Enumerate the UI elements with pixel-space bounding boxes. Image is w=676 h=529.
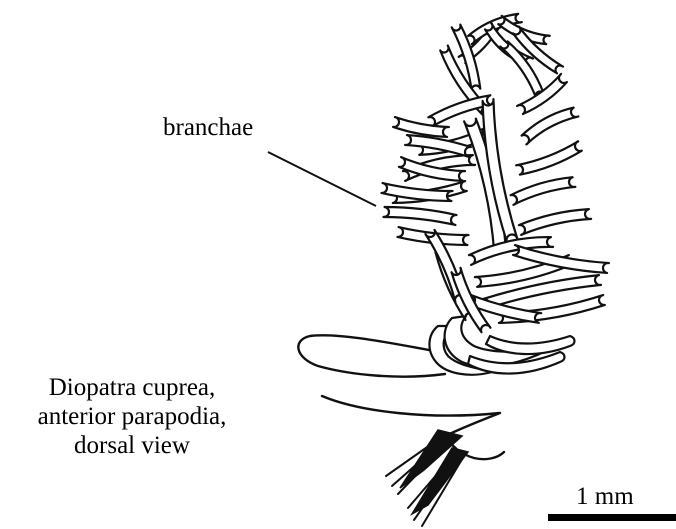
- branchial-filament: [516, 141, 582, 174]
- branchae-leader-line: [268, 152, 376, 206]
- branchial-filament: [519, 209, 591, 235]
- figure-caption: Diopatra cuprea, anterior parapodia, dor…: [0, 373, 264, 460]
- caption-view: dorsal view: [0, 431, 264, 460]
- scale-bar: [548, 514, 676, 521]
- branchae-label: branchae: [163, 113, 253, 142]
- scale-bar-label: 1 mm: [576, 482, 634, 511]
- caption-structure: anterior parapodia,: [0, 402, 264, 431]
- body-outline: [322, 396, 500, 436]
- branchial-filament: [517, 74, 567, 114]
- branchial-filament: [383, 207, 456, 225]
- branchial-base: [429, 316, 574, 375]
- branchial-filament: [522, 108, 579, 145]
- branchial-filament: [511, 177, 576, 205]
- branchial-filament: [381, 183, 452, 201]
- branchae-filaments: [381, 14, 609, 332]
- caption-species: Diopatra cuprea,: [0, 373, 264, 402]
- parapodial-lobe: [298, 335, 445, 376]
- chaetae-bundle: [386, 430, 468, 526]
